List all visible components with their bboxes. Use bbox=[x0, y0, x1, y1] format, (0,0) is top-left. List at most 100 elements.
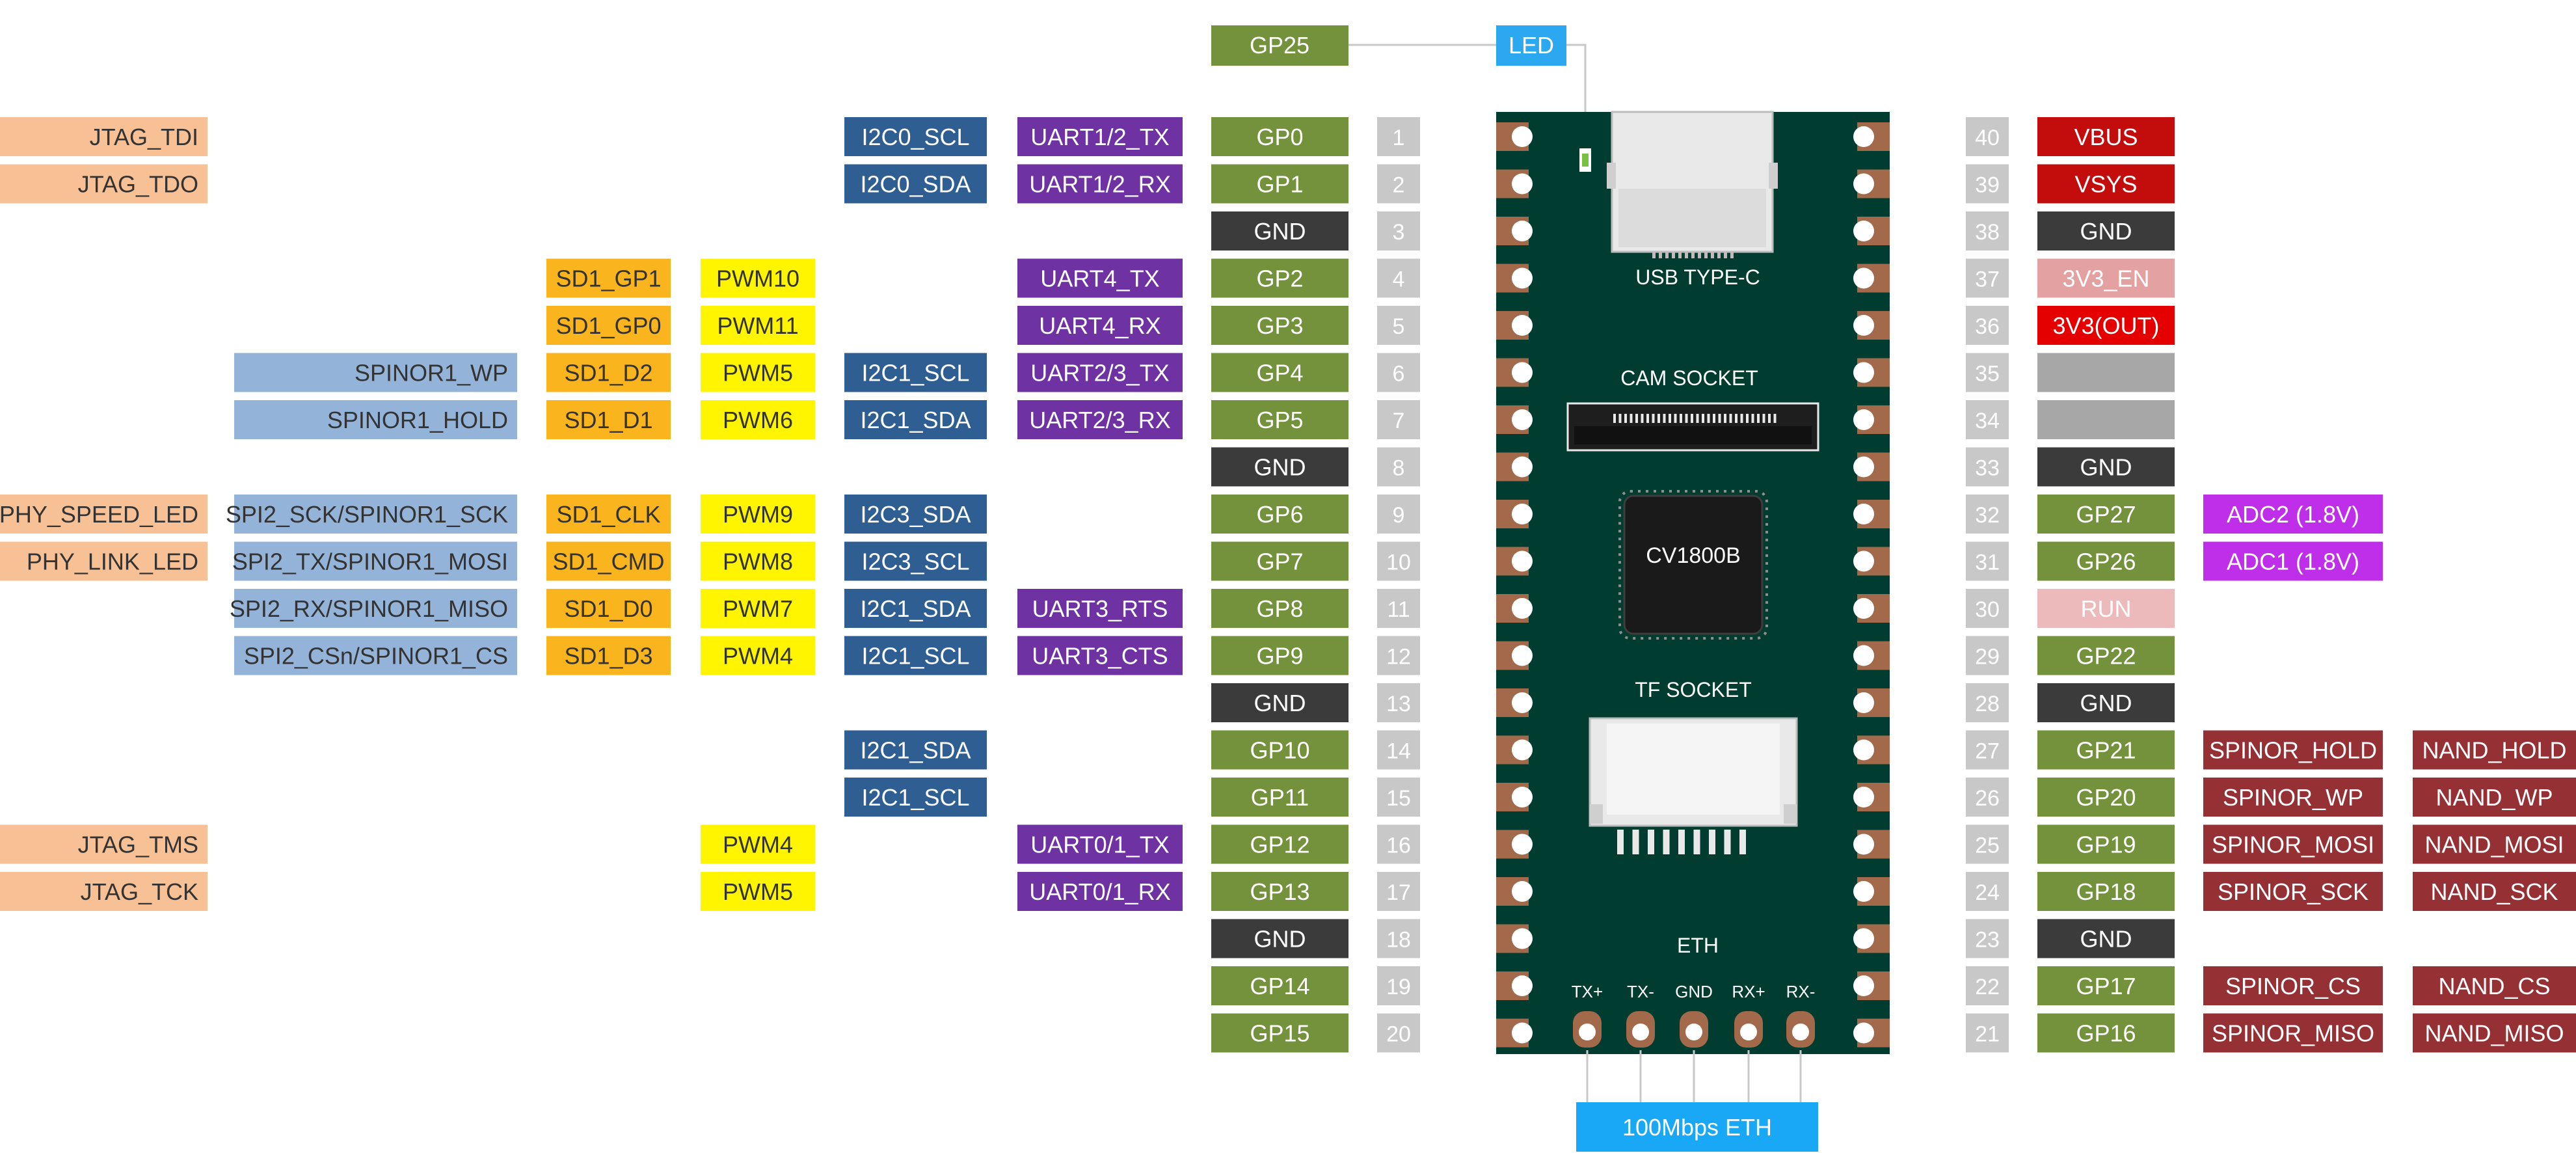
eth-pad-hole bbox=[1740, 1024, 1757, 1040]
nand-24-box bbox=[2413, 872, 2576, 911]
spi-7: SPINOR1_HOLD bbox=[234, 400, 517, 439]
nand-22-label: NAND_CS bbox=[2438, 973, 2550, 999]
pin-number-27: 27 bbox=[1966, 730, 2009, 770]
pad-hole-right-9 bbox=[1853, 504, 1874, 524]
pad-hole-left-5 bbox=[1512, 315, 1533, 336]
pin-name-31-box bbox=[2037, 541, 2175, 581]
pin-name-22-box bbox=[2037, 966, 2175, 1005]
usb-pin bbox=[1685, 252, 1688, 258]
pad-hole-left-2 bbox=[1512, 173, 1533, 195]
spinor-25: SPINOR_MOSI bbox=[2203, 824, 2383, 864]
pin-number-22-box bbox=[1966, 966, 2009, 1005]
sd1-4-box bbox=[546, 258, 671, 298]
usb-side-right bbox=[1769, 163, 1778, 189]
pin-name-40-label: VBUS bbox=[2074, 124, 2138, 150]
spinor-22-label: SPINOR_CS bbox=[2225, 973, 2361, 999]
pwm-9: PWM9 bbox=[701, 495, 815, 534]
usb-pin bbox=[1724, 252, 1727, 258]
pin-name-29-box bbox=[2037, 636, 2175, 675]
adc-32-label: ADC2 (1.8V) bbox=[2227, 501, 2359, 528]
usb-pin bbox=[1730, 252, 1734, 258]
pin-name-24-box bbox=[2037, 872, 2175, 911]
pin-number-13-box bbox=[1377, 683, 1420, 722]
adc-31-label: ADC1 (1.8V) bbox=[2227, 549, 2359, 575]
pin-name-12-box bbox=[1211, 636, 1348, 675]
pin-name-16: GP12 bbox=[1211, 824, 1348, 864]
pin-number-39: 39 bbox=[1966, 164, 2009, 204]
cam-pin bbox=[1746, 414, 1749, 423]
pin-name-20-box bbox=[1211, 1013, 1348, 1053]
cam-pin bbox=[1641, 414, 1644, 423]
pin-name-9-box bbox=[1211, 495, 1348, 534]
usb-type-c-label: USB TYPE-C bbox=[1635, 265, 1760, 289]
uart-12-box bbox=[1017, 636, 1183, 675]
cam-pin bbox=[1685, 414, 1688, 423]
cam-socket-label: CAM SOCKET bbox=[1620, 366, 1758, 390]
pin-number-14-label: 14 bbox=[1386, 739, 1411, 764]
usb-pin bbox=[1691, 252, 1695, 258]
usb-shell-inner bbox=[1618, 189, 1766, 247]
eth-label: ETH bbox=[1677, 934, 1719, 957]
pin-name-6-label: GP4 bbox=[1256, 360, 1303, 387]
pin-number-36-label: 36 bbox=[1975, 314, 2000, 339]
pin-number-11-box bbox=[1377, 589, 1420, 628]
uart-6-label: UART2/3_TX bbox=[1030, 360, 1169, 387]
pin-number-1-label: 1 bbox=[1393, 126, 1405, 150]
uart-4-label: UART4_TX bbox=[1040, 265, 1159, 292]
spinor-26: SPINOR_WP bbox=[2203, 778, 2383, 817]
pin-number-40: 40 bbox=[1966, 117, 2009, 156]
pin-number-8-box bbox=[1377, 447, 1420, 487]
pin-number-7-box bbox=[1377, 400, 1420, 439]
spi-10: SPI2_TX/SPINOR1_MOSI bbox=[232, 541, 517, 581]
nand-25-label: NAND_MOSI bbox=[2424, 832, 2564, 858]
pin-number-10-box bbox=[1377, 541, 1420, 581]
cam-pin bbox=[1702, 414, 1704, 423]
pwm-4-box bbox=[701, 258, 815, 298]
i2c-10-label: I2C3_SCL bbox=[861, 549, 969, 575]
jtag-17-box bbox=[0, 872, 208, 911]
spi-7-box bbox=[234, 400, 517, 439]
pin-number-3-box bbox=[1377, 211, 1420, 251]
pad-hole-left-14 bbox=[1512, 739, 1533, 761]
pin-number-33-label: 33 bbox=[1975, 456, 2000, 481]
pin-name-34 bbox=[2037, 400, 2175, 439]
pin-name-37-box bbox=[2037, 258, 2175, 298]
nand-25-box bbox=[2413, 824, 2576, 864]
i2c-9-box bbox=[844, 495, 987, 534]
eth-pin-label: RX+ bbox=[1732, 982, 1765, 1001]
uart-17-label: UART0/1_RX bbox=[1029, 878, 1170, 905]
pin-number-30-box bbox=[1966, 589, 2009, 628]
spinor-24-label: SPINOR_SCK bbox=[2218, 878, 2368, 905]
sd1-5-box bbox=[546, 306, 671, 345]
jtag-9-label: PHY_SPEED_LED bbox=[0, 501, 198, 528]
tf-pin bbox=[1648, 830, 1654, 854]
sd1-12-label: SD1_D3 bbox=[564, 643, 652, 670]
i2c-14-label: I2C1_SDA bbox=[860, 737, 971, 764]
cam-socket-bar bbox=[1574, 426, 1812, 444]
sd1-10-label: SD1_CMD bbox=[552, 549, 664, 575]
pin-number-17-label: 17 bbox=[1386, 880, 1411, 905]
cam-pin bbox=[1751, 414, 1754, 423]
pin-number-38: 38 bbox=[1966, 211, 2009, 251]
uart-2-box bbox=[1017, 164, 1183, 204]
i2c-2-label: I2C0_SDA bbox=[860, 171, 971, 198]
tf-socket-slot bbox=[1607, 724, 1780, 815]
pin-name-14-box bbox=[1211, 730, 1348, 770]
i2c-6-label: I2C1_SCL bbox=[861, 360, 969, 387]
uart-2: UART1/2_RX bbox=[1017, 164, 1183, 204]
pad-hole-left-12 bbox=[1512, 645, 1533, 666]
spi-6-box bbox=[234, 353, 517, 392]
i2c-2-box bbox=[844, 164, 987, 204]
spi-11-box bbox=[234, 589, 517, 628]
pin-name-4-box bbox=[1211, 258, 1348, 298]
pwm-9-box bbox=[701, 495, 815, 534]
spinor-25-box bbox=[2203, 824, 2383, 864]
pin-name-22: GP17 bbox=[2037, 966, 2175, 1005]
pin-number-19-box bbox=[1377, 966, 1420, 1005]
sd1-5: SD1_GP0 bbox=[546, 306, 671, 345]
pin-number-37-label: 37 bbox=[1975, 267, 2000, 292]
pin-name-33: GND bbox=[2037, 447, 2175, 487]
pin-number-23-box bbox=[1966, 919, 2009, 958]
pin-number-20: 20 bbox=[1377, 1013, 1420, 1053]
nand-21: NAND_MISO bbox=[2413, 1013, 2576, 1053]
